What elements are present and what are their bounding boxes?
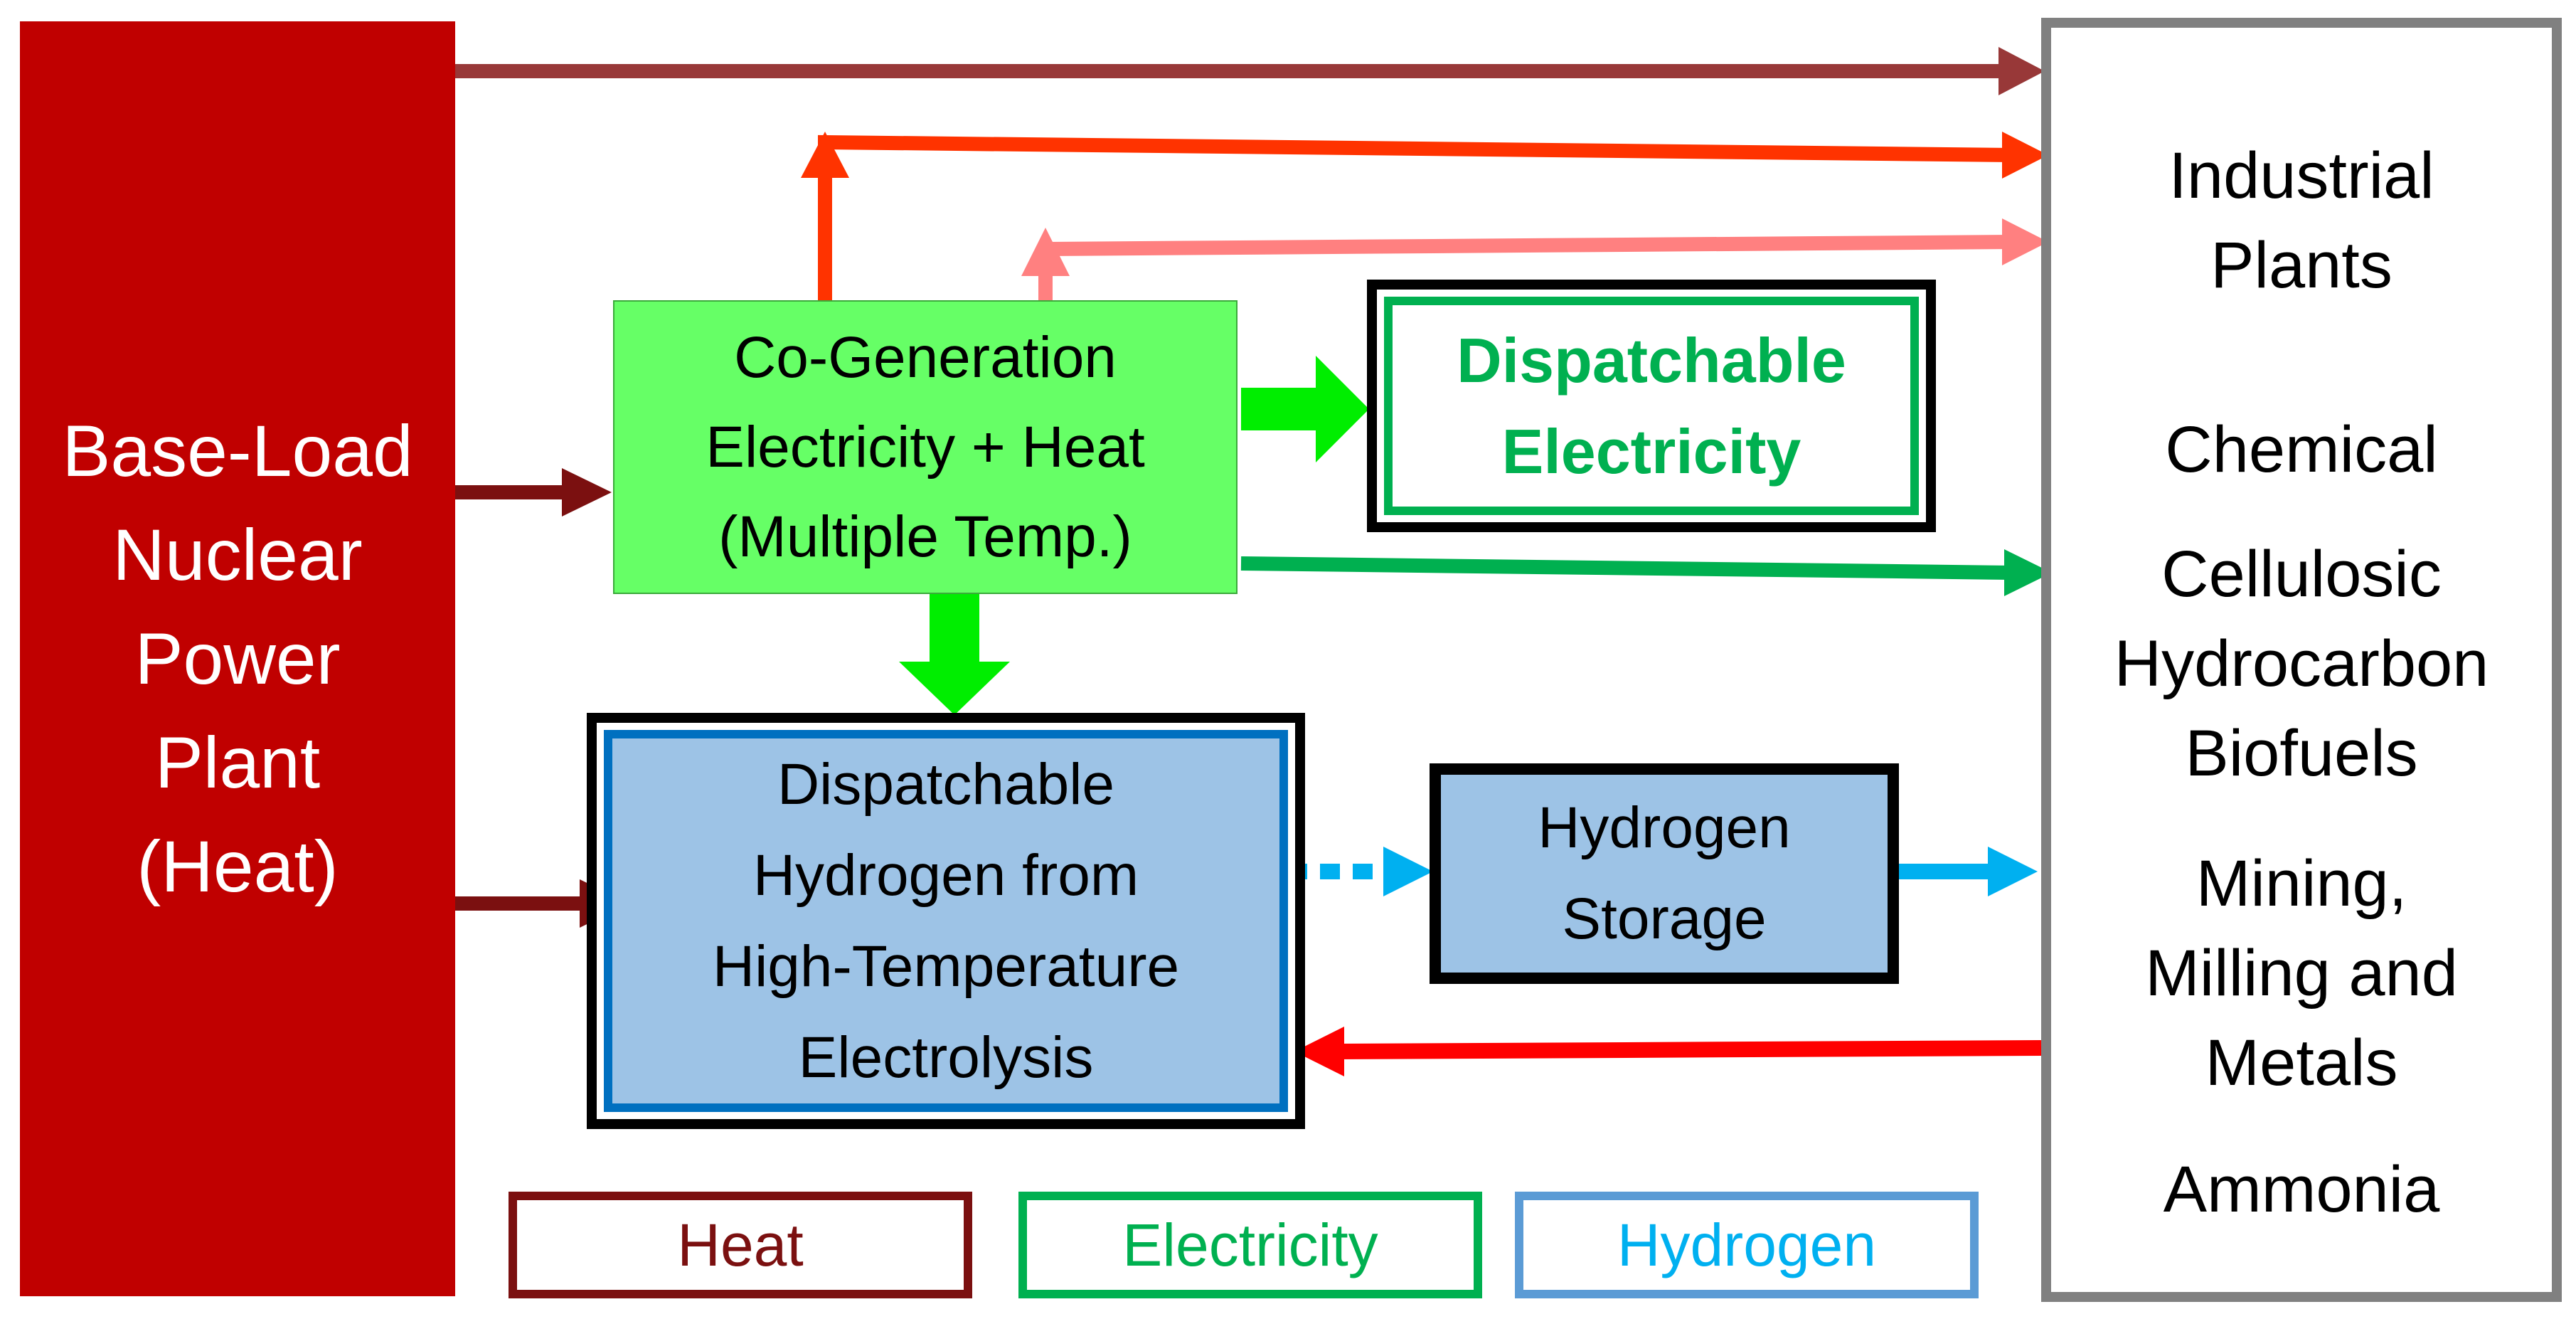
hydrogen-storage-label-line: Hydrogen xyxy=(1538,795,1791,860)
end-use-chemical: Chemical xyxy=(2051,405,2552,494)
nuclear-label-line: Plant xyxy=(154,722,321,803)
electricity-arrow-to-electrolysis xyxy=(899,594,1010,715)
end-use-mining-milling-metals: Mining, Milling and Metals xyxy=(2051,839,2552,1108)
hydrogen-storage-box: Hydrogen Storage xyxy=(1430,763,1899,984)
cogen-label-line: Electricity + Heat xyxy=(706,414,1145,480)
end-use-label-line: Milling and xyxy=(2145,937,2458,1010)
electricity-arrow-to-end-uses xyxy=(1240,549,2052,596)
hydrogen-electrolysis-box: Dispatchable Hydrogen from High-Temperat… xyxy=(587,713,1305,1129)
end-use-label-line: Mining, xyxy=(2196,847,2407,920)
end-use-biofuels: Cellulosic Hydrocarbon Biofuels xyxy=(2051,529,2552,798)
legend-electricity: Electricity xyxy=(1018,1192,1482,1298)
hydrogen-arrow-to-end-uses xyxy=(1899,847,2038,896)
hydrogen-electrolysis-label-line: Electrolysis xyxy=(798,1024,1094,1090)
cogeneration-box: Co-Generation Electricity + Heat (Multip… xyxy=(613,300,1238,594)
end-use-industrial-plants: Industrial Plants xyxy=(2051,131,2552,310)
low-temp-heat-arrow xyxy=(1021,218,2048,302)
end-uses-box: Industrial Plants Chemical Cellulosic Hy… xyxy=(2041,18,2562,1302)
nuclear-label-line: (Heat) xyxy=(137,826,339,907)
nuclear-label-line: Base-Load xyxy=(62,410,413,492)
high-temp-heat-arrow xyxy=(801,132,2048,302)
hydrogen-electrolysis-label-line: Dispatchable xyxy=(777,751,1115,817)
end-use-label-line: Metals xyxy=(2205,1027,2398,1099)
hydrogen-electrolysis-label-line: Hydrogen from xyxy=(752,842,1139,908)
dispatchable-electricity-box: Dispatchable Electricity xyxy=(1367,280,1936,532)
legend-heat-label: Heat xyxy=(677,1211,804,1278)
end-use-label-line: Chemical xyxy=(2165,413,2438,486)
dispatchable-electricity-label-line: Electricity xyxy=(1501,415,1801,487)
end-use-label-line: Hydrocarbon xyxy=(2114,627,2489,700)
end-use-label-line: Biofuels xyxy=(2185,717,2418,790)
end-use-label-line: Plants xyxy=(2210,229,2393,302)
hydrogen-storage-label-line: Storage xyxy=(1562,886,1767,951)
heat-arrow-to-cogen xyxy=(455,468,612,517)
return-heat-arrow-to-electrolysis xyxy=(1294,1027,2042,1076)
dispatchable-electricity-label-line: Dispatchable xyxy=(1457,324,1846,396)
cogen-label-line: Co-Generation xyxy=(734,324,1117,390)
hydrogen-dotted-arrow-to-storage xyxy=(1287,847,1433,896)
end-use-label-line: Cellulosic xyxy=(2161,538,2442,610)
electricity-arrow-to-dispatchable xyxy=(1241,356,1369,462)
hydrogen-electrolysis-label-line: High-Temperature xyxy=(712,933,1180,999)
legend-electricity-label: Electricity xyxy=(1122,1211,1378,1278)
heat-arrow-to-industrial xyxy=(455,47,2045,95)
cogen-label-line: (Multiple Temp.) xyxy=(718,504,1132,569)
legend-hydrogen-label: Hydrogen xyxy=(1617,1211,1877,1278)
end-use-ammonia: Ammonia xyxy=(2051,1145,2552,1234)
end-use-label-line: Ammonia xyxy=(2163,1153,2440,1226)
nuclear-label-line: Nuclear xyxy=(112,514,363,595)
end-use-label-line: Industrial xyxy=(2168,139,2434,212)
nuclear-power-plant-box: Base-Load Nuclear Power Plant (Heat) xyxy=(20,21,455,1296)
nuclear-label-line: Power xyxy=(134,618,341,699)
legend-hydrogen: Hydrogen xyxy=(1515,1192,1979,1298)
legend-heat: Heat xyxy=(509,1192,972,1298)
